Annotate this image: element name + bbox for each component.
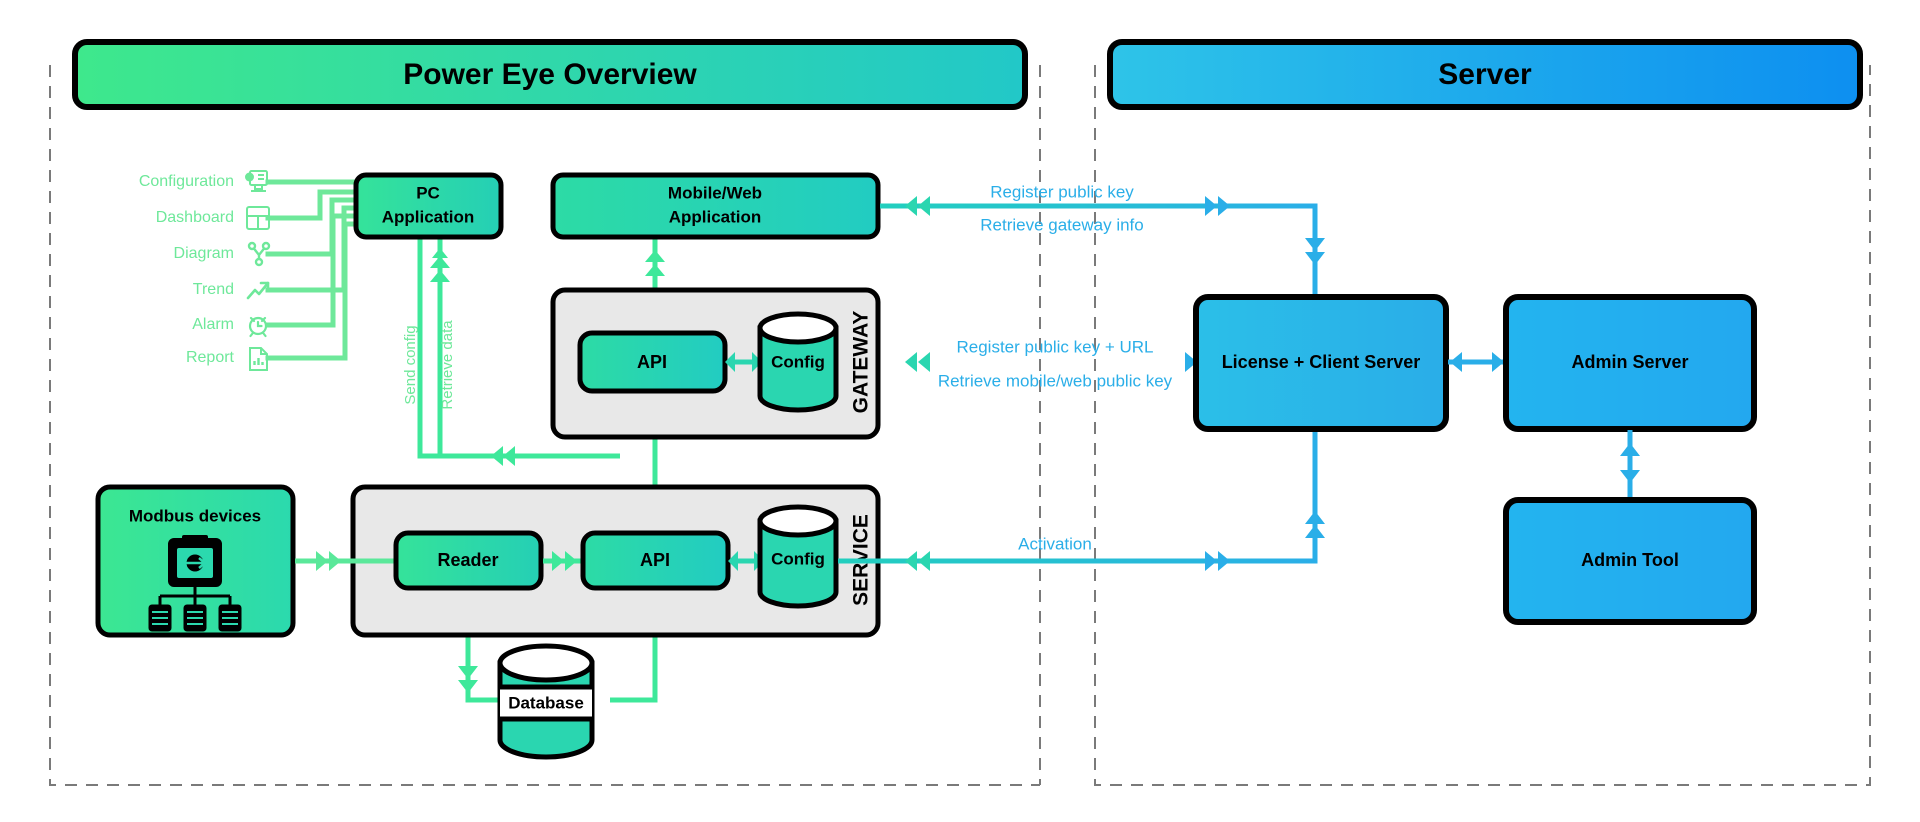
node-license-client-server-label: License + Client Server [1222, 352, 1421, 372]
node-config-gateway[interactable]: Config [757, 311, 839, 413]
region-borders [49, 65, 1871, 786]
dashboard-icon [246, 206, 270, 230]
node-reader-label: Reader [437, 550, 498, 570]
edge-label-send-config: Send config [402, 325, 419, 404]
report-document-icon [249, 347, 268, 371]
node-mobile-web-line1: Mobile/Web [668, 183, 762, 202]
node-config-service[interactable]: Config [757, 504, 839, 609]
alarm-clock-icon [248, 316, 268, 338]
node-pc-application[interactable]: PC Application [353, 172, 504, 240]
node-mobile-web-application[interactable]: Mobile/Web Application [550, 172, 881, 240]
node-api-gateway[interactable]: API [577, 330, 728, 394]
edge-activation: Activation [838, 430, 1325, 571]
edge-label-retrieve-gateway-info: Retrieve gateway info [980, 215, 1143, 234]
banner-power-eye-label: Power Eye Overview [403, 58, 697, 91]
edge-label-retrieve-mobile-web-public-key: Retrieve mobile/web public key [938, 371, 1173, 390]
node-admin-server[interactable]: Admin Server [1503, 294, 1757, 432]
banner-server-label: Server [1438, 58, 1532, 91]
diagram-icon [247, 241, 271, 267]
menu-item-report[interactable]: Report [186, 347, 268, 371]
node-pc-application-line2: Application [382, 207, 475, 226]
node-api-gateway-label: API [637, 352, 667, 372]
node-admin-tool[interactable]: Admin Tool [1503, 497, 1757, 625]
node-reader[interactable]: Reader [393, 530, 544, 591]
menu-item-configuration[interactable]: Configuration [139, 170, 268, 192]
menu-item-dashboard-label: Dashboard [156, 209, 234, 226]
node-admin-tool-label: Admin Tool [1581, 550, 1679, 570]
node-modbus-devices[interactable]: Modbus devices [95, 484, 296, 638]
menu-item-diagram[interactable]: Diagram [174, 241, 271, 267]
edge-label-register-public-key: Register public key [990, 182, 1134, 201]
edge-label-activation: Activation [1018, 534, 1092, 553]
menu-item-alarm-label: Alarm [192, 316, 234, 333]
menu-item-configuration-label: Configuration [139, 173, 234, 190]
node-api-service-label: API [640, 550, 670, 570]
menu-list: Configuration Dashboard Diagram [139, 170, 271, 371]
trend-icon [246, 281, 270, 300]
menu-item-report-label: Report [186, 349, 235, 366]
banner-server: Server [1107, 39, 1863, 110]
node-license-client-server[interactable]: License + Client Server [1193, 294, 1449, 432]
node-database[interactable]: Database [497, 643, 595, 760]
edge-label-register-public-key-url: Register public key + URL [956, 337, 1153, 356]
edge-reader-to-api [543, 551, 585, 571]
menu-item-trend-label: Trend [193, 281, 234, 298]
node-api-service[interactable]: API [580, 530, 731, 591]
edge-register-public-key-url: Register public key + URL Retrieve mobil… [838, 337, 1210, 390]
edge-api-config-gateway [725, 352, 762, 372]
node-mobile-web-line2: Application [669, 207, 762, 226]
banner-power-eye: Power Eye Overview [72, 39, 1028, 110]
menu-item-diagram-label: Diagram [174, 245, 234, 262]
node-database-label: Database [508, 693, 584, 712]
menu-item-alarm[interactable]: Alarm [192, 316, 268, 338]
node-admin-server-label: Admin Server [1571, 352, 1688, 372]
edge-modbus-to-reader [295, 551, 395, 571]
node-config-gateway-label: Config [771, 352, 825, 371]
edge-register-public-key: Register public key Retrieve gateway inf… [880, 182, 1325, 295]
edge-license-to-admin-server [1448, 352, 1505, 372]
menu-item-dashboard[interactable]: Dashboard [156, 206, 270, 230]
modbus-device-icon [148, 535, 242, 632]
node-modbus-devices-label: Modbus devices [129, 506, 261, 525]
edge-admin-server-to-admin-tool [1620, 430, 1640, 500]
edge-label-retrieve-data: Retrieve data [439, 320, 456, 410]
node-config-service-label: Config [771, 549, 825, 568]
node-pc-application-line1: PC [416, 183, 440, 202]
menu-item-trend[interactable]: Trend [193, 281, 270, 300]
menu-connectors [265, 179, 359, 361]
configuration-icon [245, 170, 268, 192]
